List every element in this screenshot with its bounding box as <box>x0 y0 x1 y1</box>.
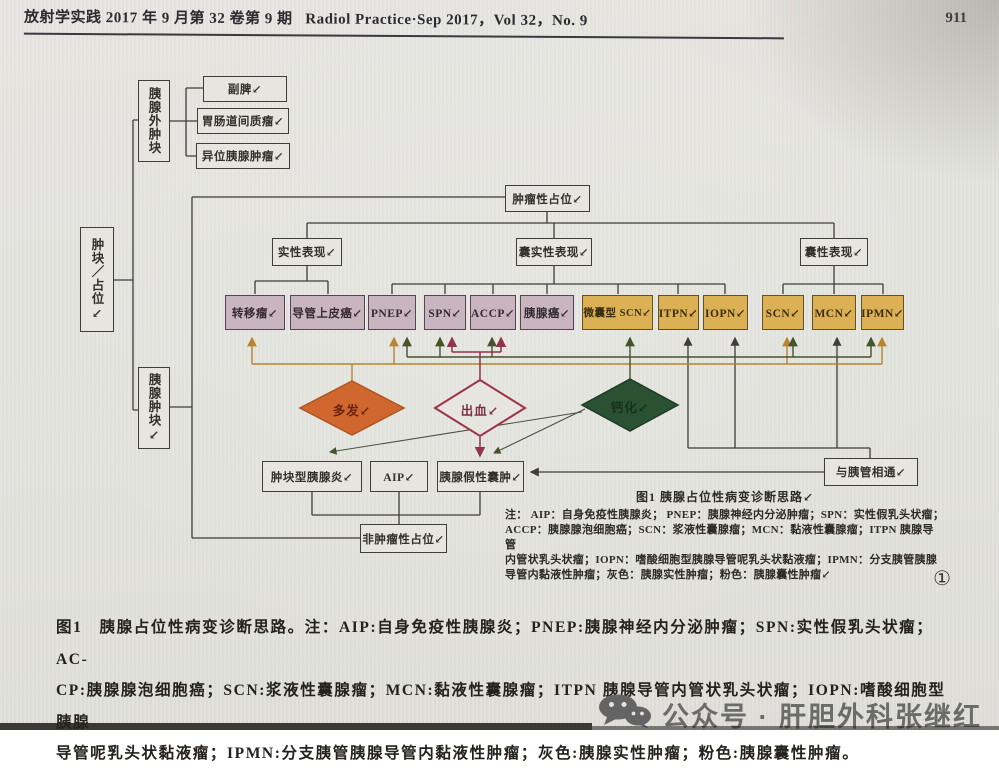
node-accp: ACCP↙ <box>470 295 516 330</box>
caption-line1: 图1 胰腺占位性病变诊断思路。注：AIP:自身免疫性胰腺炎；PNEP:胰腺神经内… <box>56 619 934 668</box>
node-ipmn: IPMN↙ <box>861 295 904 330</box>
journal-title-cn: 放射学实践 2017 年 9 月第 32 卷第 9 期 <box>23 9 293 28</box>
node-mcn: MCN↙ <box>812 295 856 330</box>
circled-number: ① <box>933 568 951 590</box>
page-number: 911 <box>945 10 967 26</box>
node-accessory-spleen: 副脾↙ <box>203 76 287 102</box>
node-ectopic-pancreas-tumor: 异位胰腺肿瘤↙ <box>196 143 290 169</box>
inner-caption-line2: ACCP：胰腺腺泡细胞癌；SCN：浆液性囊腺瘤；MCN：黏液性囊腺瘤；ITPN … <box>505 524 934 551</box>
node-pancreatic-cancer: 胰腺癌↙ <box>520 295 574 330</box>
hemorrhage-diamond-label: 出血↙ <box>460 404 500 418</box>
node-pnep: PNEP↙ <box>368 295 416 330</box>
wechat-icon <box>598 694 652 735</box>
calcification-diamond-label: 钙化↙ <box>610 401 650 415</box>
node-scn: SCN↙ <box>762 295 804 330</box>
scan-edge-right <box>592 726 999 730</box>
node-pancreatic-mass: 胰腺肿块↙ <box>138 367 170 449</box>
figure-inner-caption: 图1 胰腺占位性病变诊断思路↙ 注： AIP：自身免疫性胰腺炎； PNEP：胰腺… <box>505 488 945 583</box>
figure-caption: 图1 胰腺占位性病变诊断思路。注：AIP:自身免疫性胰腺炎；PNEP:胰腺神经内… <box>56 612 949 770</box>
node-iopn: IOPN↙ <box>703 295 748 330</box>
node-mass-pancreatitis: 肿块型胰腺炎↙ <box>262 461 362 492</box>
node-gist: 胃肠道间质瘤↙ <box>197 108 289 134</box>
scan-edge-left <box>0 723 592 730</box>
multiple-diamond-label: 多发↙ <box>332 404 372 418</box>
caption-line3: 导管呢乳头状黏液瘤；IPMN:分支胰管胰腺导管内黏液性肿瘤；灰色:胰腺实性肿瘤；… <box>56 745 860 762</box>
journal-title-en: Radiol Practice·Sep 2017，Vol 32，No. 9 <box>305 11 588 30</box>
node-microcystic-scn: 微囊型 SCN↙ <box>582 295 653 330</box>
journal-header: 放射学实践 2017 年 9 月第 32 卷第 9 期 Radiol Pract… <box>23 5 785 40</box>
node-itpn: ITPN↙ <box>658 295 699 330</box>
figure-inner-title: 图1 胰腺占位性病变诊断思路↙ <box>635 490 815 504</box>
node-mixed-pattern: 囊实性表现↙ <box>516 238 592 266</box>
node-ductal-carcinoma: 导管上皮癌↙ <box>290 295 365 330</box>
node-solid-pattern: 实性表现↙ <box>272 238 342 266</box>
node-metastasis: 转移瘤↙ <box>225 295 285 330</box>
node-aip: AIP↙ <box>370 461 428 492</box>
inner-caption-line4: 导管内黏液性肿瘤；灰色：胰腺实性肿瘤；粉色：胰腺囊性肿瘤↙ <box>505 569 831 581</box>
node-non-tumorous-lesion: 非肿瘤性占位↙ <box>360 524 447 553</box>
node-duct-communication: 与胰管相通↙ <box>824 458 918 486</box>
node-extra-pancreatic-mass: 胰腺外肿块 <box>138 80 170 162</box>
node-mass-lesion-root: 肿块／占位↙ <box>80 227 114 332</box>
node-tumorous-lesion: 肿瘤性占位↙ <box>505 185 590 212</box>
node-spn: SPN↙ <box>424 295 466 330</box>
inner-caption-line1: 注： AIP：自身免疫性胰腺炎； PNEP：胰腺神经内分泌肿瘤；SPN：实性假乳… <box>505 509 945 521</box>
node-pseudocyst: 胰腺假性囊肿↙ <box>437 461 524 492</box>
node-cystic-pattern: 囊性表现↙ <box>800 238 868 266</box>
inner-caption-line3: 内管状乳头状瘤；IOPN：嗜酸细胞型胰腺导管呢乳头状黏液瘤；IPMN：分支胰管胰… <box>505 554 938 566</box>
